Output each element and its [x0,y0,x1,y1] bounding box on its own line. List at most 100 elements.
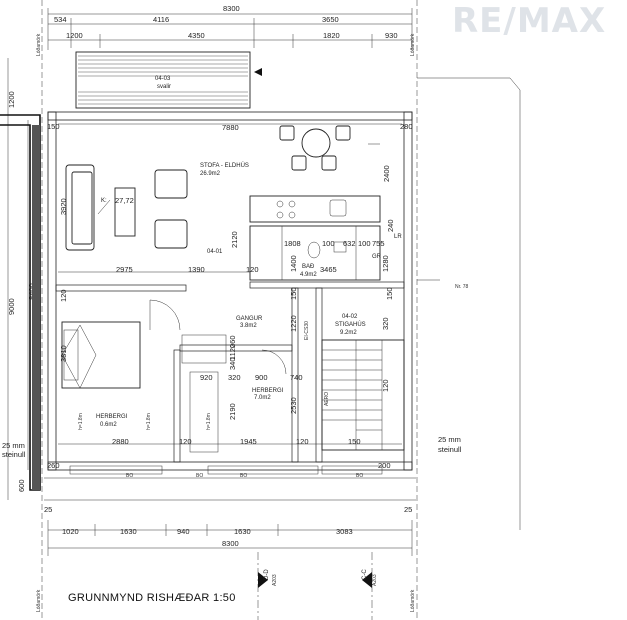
neighbour-outline [417,77,521,530]
dim-200-bottom-right: 200 [378,461,391,470]
bo-1: BO [126,473,133,479]
herbergi1-label: HERBERGI [96,414,128,420]
bo-4: BO [356,473,363,479]
lodamork-bottom-left: Lóðamörk [35,589,42,612]
dim-bottom-2: 1630 [120,527,137,536]
dim-320: 320 [228,373,241,382]
stofa-area: 26.9m2 [200,171,221,177]
dim-260-bottom-left: 260 [47,461,60,470]
bathroom [249,225,381,281]
steinull-right-text: steinull [438,445,462,454]
bottom-dimensions: 1020 1630 940 1630 3083 8300 [47,520,413,556]
staircase [321,339,405,451]
balcony: 04-03 svalir [75,51,262,109]
dim-1220: 1220 [289,315,298,332]
section-dd-ref: A203 [272,574,278,586]
armchair-2 [154,219,188,249]
stigahus-area: 9.2m2 [340,330,357,336]
dim-2530: 2530 [289,397,298,414]
side-25-left: 25 [44,505,52,514]
dim-1808: 1808 [284,239,301,248]
dim-1120: 320 [381,317,390,330]
remax-logo: RE/MAX [452,1,606,41]
section-dd-label: D-D [264,569,270,580]
bad-area: 4.9m2 [300,272,317,278]
dim-2400: 2400 [382,165,391,182]
steinull-left-text: steinull [2,450,26,459]
lodamork-top-right: Lóðamörk [409,33,416,56]
side-25-right: 25 [404,505,412,514]
dim-bottom-4: 1630 [234,527,251,536]
outer-walls [44,111,416,501]
dim-2655: 2880 [112,437,129,446]
nr-label: Nr. 78 [455,284,469,290]
dim-150-b: 150 [289,287,298,300]
k-value: 27,72 [115,196,134,205]
stigahus-label: STIGAHÚS [335,321,366,328]
dim-1750: 120 [381,379,390,392]
closet [181,334,227,364]
dim-100a: 100 [322,239,335,248]
dim-top-r2-1: 1200 [66,31,83,40]
dim-1390: 1390 [188,265,205,274]
lodamork-top-left: Lóðamörk [35,33,42,56]
door-swing-gangur [149,299,181,331]
dim-2120: 2120 [230,231,239,248]
lr-label: LR [394,234,402,240]
stofa-label: STOFA - ELDHÚS [200,162,249,169]
gangur-label: GANGUR [236,316,263,322]
unit-id: 04-01 [207,249,223,255]
kitchen-counter [249,195,381,223]
dim-1400: 1400 [289,255,298,272]
steinull-right-size: 25 mm [438,435,461,444]
dim-120: 120 [246,265,259,274]
balcony-id: 04-03 [155,76,171,82]
dim-top-r2-4: 930 [385,31,398,40]
dim-left-8400: 8400 [27,283,36,300]
dining-table [301,128,331,158]
dim-2880: 1945 [240,437,257,446]
herbergi1-area: 0.6m2 [100,422,117,428]
dim-bottom-5: 3083 [336,527,353,536]
h18-3: h=1.8m [206,413,212,430]
h18-1: h=1.8m [78,413,84,430]
dim-top-total: 8300 [223,4,240,13]
dim-top-2: 4116 [153,15,169,24]
bad-label: BAÐ [302,264,315,270]
bo-2: BO [196,473,203,479]
dim-2975: 2975 [116,265,133,274]
dim-left-3920: 3920 [59,198,68,215]
dim-632: 632 [343,239,356,248]
armchair-1 [154,169,188,199]
section-marker-dd: D-D A203 [257,552,278,620]
top-dimensions: 8300 534 4116 3650 1200 4350 1820 930 [47,4,413,50]
eics-label: EI-CS30 [304,321,310,340]
dim-120-c: 120 [296,437,309,446]
section-cc-ref: A203 [372,574,378,586]
interior-walls [55,281,405,463]
dim-top-3: 3650 [322,15,339,24]
dim-left-600: 600 [17,479,26,492]
steinull-left-size: 25 mm [2,441,25,450]
dim-top-r2-2: 4350 [188,31,205,40]
dim-260: 1120 [228,344,237,360]
dim-240: 240 [386,219,395,232]
gangur-area: 3.8m2 [240,323,257,329]
bo-3: BO [240,473,247,479]
dim-100b: 100 [358,239,371,248]
coffee-table [114,187,136,237]
dim-bottom-1: 1020 [62,527,79,536]
dim-340: 340 [228,357,237,370]
balcony-label: svalir [157,84,171,90]
dim-left-9000: 9000 [7,298,16,315]
section-marker-cc: C-C A203 [362,552,378,620]
dim-1280: 1280 [381,255,390,272]
sofa [65,164,95,251]
gr-label: GR [372,254,382,260]
herbergi2-area: 7.0m2 [254,395,271,401]
dim-150-top-left: 150 [47,122,60,131]
dim-280-top-right: 280 [400,122,413,131]
dim-left-3810: 3810 [59,345,68,362]
dim-bottom-3: 940 [177,527,190,536]
